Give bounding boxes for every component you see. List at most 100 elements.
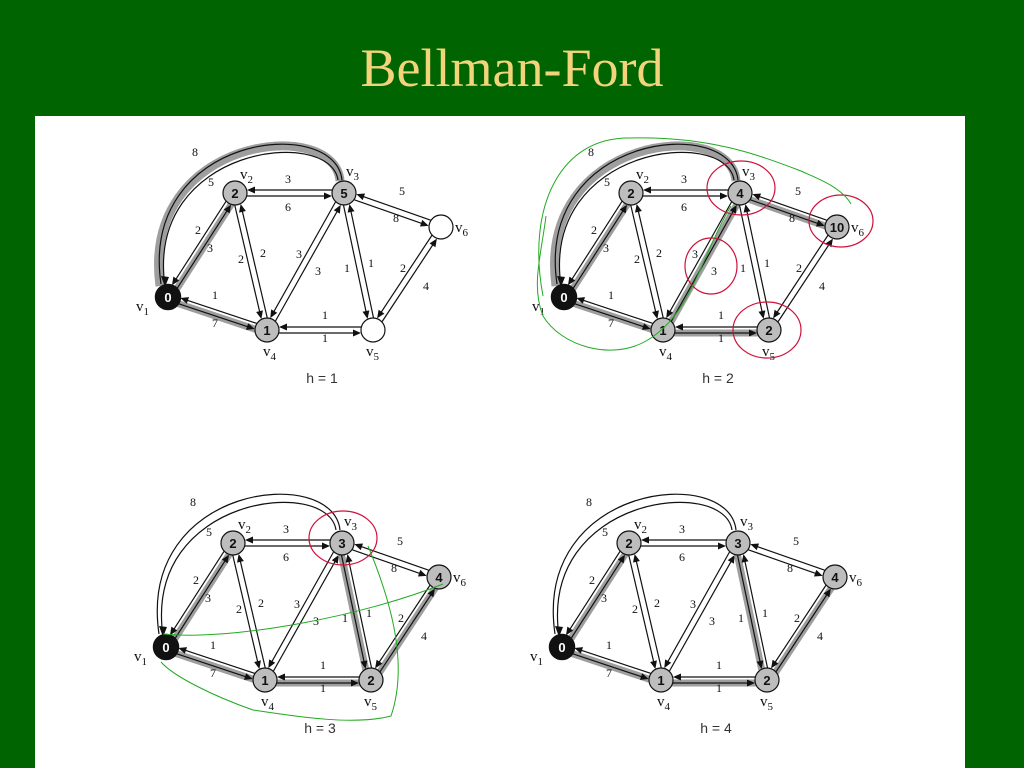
weight-v2-v3: 3	[285, 172, 291, 186]
edge-v2-v1	[571, 201, 623, 280]
weight-v3-v2: 6	[681, 200, 687, 214]
weight-v3-v5: 1	[738, 611, 744, 625]
edge-v3-v6-arrowhead	[417, 569, 427, 577]
edge-v3-v6	[750, 199, 819, 225]
label-v6: v6	[455, 220, 469, 239]
node-v5	[754, 667, 780, 693]
edge-v5-v4-arrowhead	[673, 673, 681, 681]
weight-v6-v5: 4	[817, 629, 823, 643]
label-v4-sub: 4	[665, 701, 671, 713]
edge-v2-v4-arrowhead	[256, 310, 263, 319]
weight-v4-v1: 7	[608, 316, 614, 330]
edge-v3-v1-arrowhead	[555, 626, 563, 637]
weight-v4-v2: 2	[260, 246, 266, 260]
weight-v2-v4: 2	[236, 602, 242, 616]
edge-v4-v5-arrowhead	[351, 679, 359, 687]
edge-v4-v2	[241, 210, 268, 318]
weight-v1-v2: 2	[195, 223, 201, 237]
distance-v4: 1	[659, 323, 666, 338]
distance-v2: 2	[231, 186, 238, 201]
edge-v2-v4-arrowhead	[254, 660, 261, 669]
edge-v1-v2	[570, 560, 622, 639]
distance-v1: 0	[162, 640, 169, 655]
edge-v2-v1	[569, 551, 621, 630]
edge-v3-v4-arrowhead	[666, 309, 674, 319]
edge-v2-v1-arrowhead	[565, 626, 574, 636]
distance-v3: 5	[340, 186, 347, 201]
caption: h = 2	[702, 370, 734, 386]
edge-v4-v3-arrowhead	[727, 554, 735, 564]
edge-v5-v4-arrowhead	[279, 323, 287, 331]
weight-v4-v5: 1	[320, 658, 326, 672]
edge-v5-v3-arrowhead	[741, 554, 749, 563]
weight-v3-v6: 5	[793, 534, 799, 548]
weight-v5-v6: 2	[400, 261, 406, 275]
weight-v5-v4: 1	[320, 681, 326, 695]
edge-v1-v3-outer	[156, 493, 341, 635]
weight-v4-v2: 2	[654, 596, 660, 610]
edge-v3-v4-arrowhead	[270, 309, 278, 319]
edge-v4-v2-arrowhead	[633, 554, 640, 563]
node-v6	[822, 564, 848, 590]
edge-v3-v6	[354, 199, 423, 225]
weight-v2-v1: 5	[208, 175, 214, 189]
edge-v1-v2-arrowhead	[619, 204, 628, 214]
distance-v4: 1	[657, 673, 664, 688]
label-v6-sub: 6	[857, 577, 863, 589]
edge-v1-v4	[178, 303, 249, 328]
weight-v4-v5: 1	[716, 658, 722, 672]
weight-v6-v5: 4	[423, 279, 429, 293]
weight-v3-v4: 3	[711, 264, 717, 278]
edge-v2-v3-arrowhead	[324, 192, 332, 200]
weight-v1-v4: 1	[608, 288, 614, 302]
edge-v4-v1	[184, 649, 255, 674]
label-v1-sub: 1	[142, 656, 148, 668]
weight-v4-v3: 3	[296, 247, 302, 261]
weight-v6-v3: 8	[787, 561, 793, 575]
label-v2-sub: 2	[248, 174, 254, 186]
edge-v3-v6-arrowhead	[813, 569, 823, 577]
weight-v4-v3: 3	[294, 597, 300, 611]
label-v4-sub: 4	[271, 351, 277, 363]
edge-v6-v3-arrowhead	[752, 193, 762, 201]
node-v6	[428, 214, 454, 240]
edge-v4-v3-arrowhead	[729, 204, 737, 214]
weight-v3-v1: 8	[588, 145, 594, 159]
edge-v3-v5	[340, 555, 365, 663]
label-v6: v6	[453, 570, 467, 589]
weight-v5-v3: 1	[762, 606, 768, 620]
edge-v2-v4-arrowhead	[652, 310, 659, 319]
edge-v3-v5	[342, 205, 367, 313]
edge-v1-v2-arrowhead	[221, 554, 230, 564]
edge-v1-v4-arrowhead	[243, 673, 253, 680]
edge-v2-v4-arrowhead	[650, 660, 657, 669]
caption: h = 4	[700, 720, 732, 736]
label-v6: v6	[851, 220, 865, 239]
edge-v3-v4-arrowhead	[664, 659, 672, 669]
edge-v5-v3-arrowhead	[347, 204, 355, 213]
edge-v1-v2-arrowhead	[617, 554, 626, 564]
red-circle-v3	[308, 510, 378, 566]
edge-v5-v3-arrowhead	[345, 554, 353, 563]
weight-v2-v1: 5	[206, 525, 212, 539]
weight-v3-v1: 8	[586, 495, 592, 509]
label-v4-sub: 4	[269, 701, 275, 713]
edge-v1-v4	[176, 653, 247, 678]
weight-v5-v6: 2	[398, 611, 404, 625]
edge-v1-v4-arrowhead	[641, 323, 651, 330]
edge-v3-v4-arrowhead	[268, 659, 276, 669]
label-v2-sub: 2	[246, 524, 252, 536]
label-v3-sub: 3	[748, 521, 754, 533]
node-v5	[358, 667, 384, 693]
distance-v2: 2	[627, 186, 634, 201]
distance-v5: 2	[367, 673, 374, 688]
edge-v5-v6-arrowhead	[429, 238, 437, 248]
edge-v3-v5-arrowhead	[360, 660, 368, 669]
node-v3	[329, 530, 355, 556]
edge-v2-v4	[234, 205, 261, 313]
edge-v4-v1-arrowhead	[178, 647, 188, 654]
weight-v2-v4: 2	[632, 602, 638, 616]
